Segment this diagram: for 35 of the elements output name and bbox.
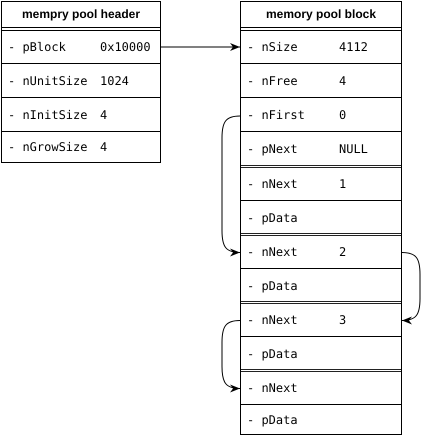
field-value: 4112 [339, 40, 368, 54]
field-value: 4 [100, 140, 108, 154]
field-name: - nFirst [247, 107, 305, 122]
pointer-arrow [222, 320, 240, 392]
field-name: - nUnitSize [8, 73, 88, 88]
field-value: 2 [339, 244, 346, 260]
field-value: 4 [339, 73, 346, 88]
field-value: 0 [339, 107, 346, 122]
table-title: mempry pool header [22, 6, 140, 22]
table-title: memory pool block [266, 6, 376, 22]
field-name: - pData [247, 210, 298, 225]
field-name: - nNext [247, 312, 298, 328]
pointer-arrow [402, 252, 420, 324]
field-value: 4 [100, 107, 108, 122]
field-value: 3 [339, 312, 346, 328]
field-name: - pData [247, 346, 298, 361]
field-value: 1024 [100, 73, 129, 88]
field-name: - nNext [247, 244, 298, 260]
field-value: 0x10000 [100, 40, 151, 54]
field-name: - nSize [247, 40, 298, 54]
field-name: - nFree [247, 73, 298, 88]
field-name: - pBlock [8, 40, 66, 54]
field-name: - pData [247, 278, 298, 293]
field-name: - nInitSize [8, 107, 88, 122]
field-name: - nNext [247, 176, 298, 192]
pointer-arrow [222, 116, 240, 256]
field-name: - nNext [247, 380, 298, 396]
field-name: - nGrowSize [8, 140, 88, 154]
field-name: - pData [247, 412, 298, 427]
field-name: - pNext [247, 142, 298, 156]
struct-table [240, 1, 402, 435]
field-value: 1 [339, 176, 346, 192]
field-value: NULL [339, 142, 368, 156]
pointer-arrow [160, 43, 240, 51]
struct-table [1, 1, 161, 163]
